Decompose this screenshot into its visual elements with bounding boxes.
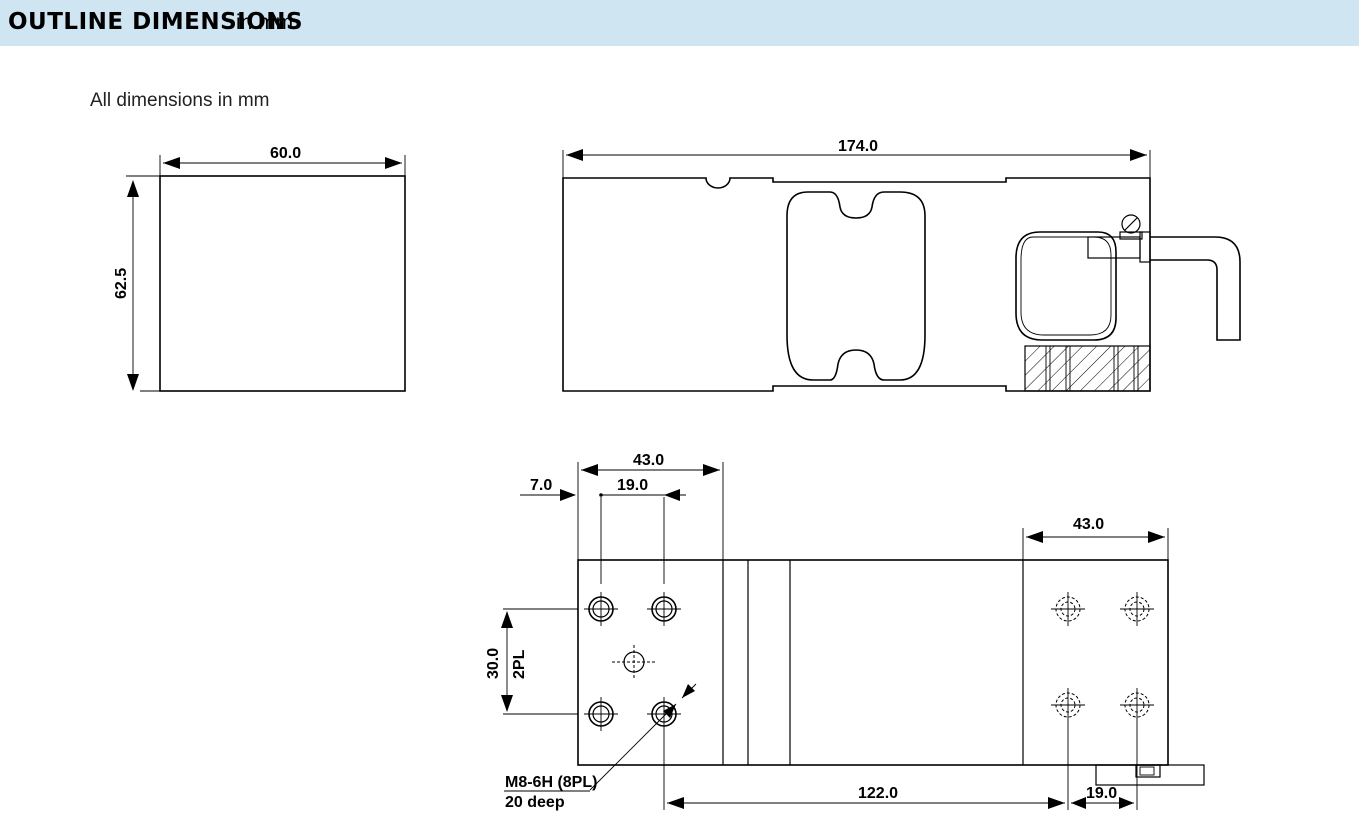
side-view: 174.0 xyxy=(562,138,1241,392)
bottom-view: 43.0 7.0 19.0 30.0 2PL xyxy=(485,452,1205,811)
threaded-hole xyxy=(584,592,618,626)
center-hole xyxy=(612,645,656,680)
section-unit: in mm xyxy=(236,11,294,34)
hidden-threaded-hole xyxy=(1051,688,1085,722)
end-view: 60.0 62.5 xyxy=(113,145,406,392)
overall-length-label: 174.0 xyxy=(838,138,878,155)
hidden-threaded-hole xyxy=(1051,592,1085,626)
hole-block-left-label: 43.0 xyxy=(633,452,664,469)
hole-spacing-x-label: 19.0 xyxy=(617,477,648,494)
thread-callout-label: M8-6H (8PL) xyxy=(505,774,597,791)
cable-housing xyxy=(1015,231,1117,341)
strain-cutout xyxy=(786,191,926,381)
thread-depth-label: 20 deep xyxy=(505,794,565,811)
hole-spacing-y-note: 2PL xyxy=(511,649,528,679)
hole-offset-label: 7.0 xyxy=(530,477,552,494)
end-view-outline xyxy=(159,175,406,392)
cable xyxy=(1150,236,1241,341)
load-cell-body xyxy=(562,177,1151,392)
hole-block-right-label: 43.0 xyxy=(1073,516,1104,533)
hole-center-distance-label: 122.0 xyxy=(858,785,898,802)
clamp-screw xyxy=(1121,214,1141,234)
threaded-hole xyxy=(647,697,681,731)
bottom-outline xyxy=(577,559,1169,766)
hole-spacing-y-label: 30.0 xyxy=(485,648,502,679)
hatched-section xyxy=(1024,345,1151,392)
threaded-hole xyxy=(647,592,681,626)
end-height-label: 62.5 xyxy=(113,268,130,299)
section-header: OUTLINE DIMENSIONS in mm xyxy=(0,0,1359,46)
threaded-hole xyxy=(584,697,618,731)
units-note: All dimensions in mm xyxy=(90,90,270,111)
end-width-label: 60.0 xyxy=(270,145,301,162)
hole-spacing-right-label: 19.0 xyxy=(1086,785,1117,802)
thread-callout-leader xyxy=(589,703,677,791)
hidden-threaded-hole xyxy=(1120,688,1154,722)
hidden-threaded-hole xyxy=(1120,592,1154,626)
section-title: OUTLINE DIMENSIONS xyxy=(8,9,304,35)
